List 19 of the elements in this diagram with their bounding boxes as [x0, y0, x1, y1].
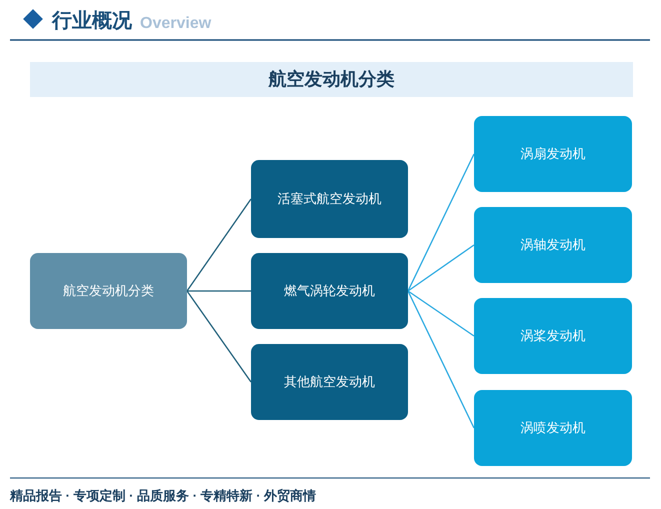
category-box: 航空发动机分类 [30, 253, 187, 329]
category-box: 涡扇发动机 [474, 116, 632, 192]
connector-line [407, 154, 475, 292]
connector-line [407, 290, 475, 428]
footer-slogan: 精品报告 · 专项定制 · 品质服务 · 专精特新 · 外贸商情 [10, 487, 316, 505]
section-heading: 行业概况 [52, 9, 132, 34]
category-box: 涡轴发动机 [474, 207, 632, 283]
connector-line [408, 290, 474, 337]
connector-line [187, 290, 251, 292]
title-banner: 航空发动机分类 [30, 62, 633, 97]
category-box: 涡喷发动机 [474, 390, 632, 466]
category-box: 燃气涡轮发动机 [251, 253, 408, 329]
ghost-heading: Overview [140, 14, 212, 34]
category-box: 其他航空发动机 [251, 344, 408, 420]
category-box: 涡桨发动机 [474, 298, 632, 374]
category-box: 活塞式航空发动机 [251, 160, 408, 238]
connector-line [408, 244, 474, 292]
connector-line [186, 290, 252, 382]
connector-line [186, 198, 252, 292]
